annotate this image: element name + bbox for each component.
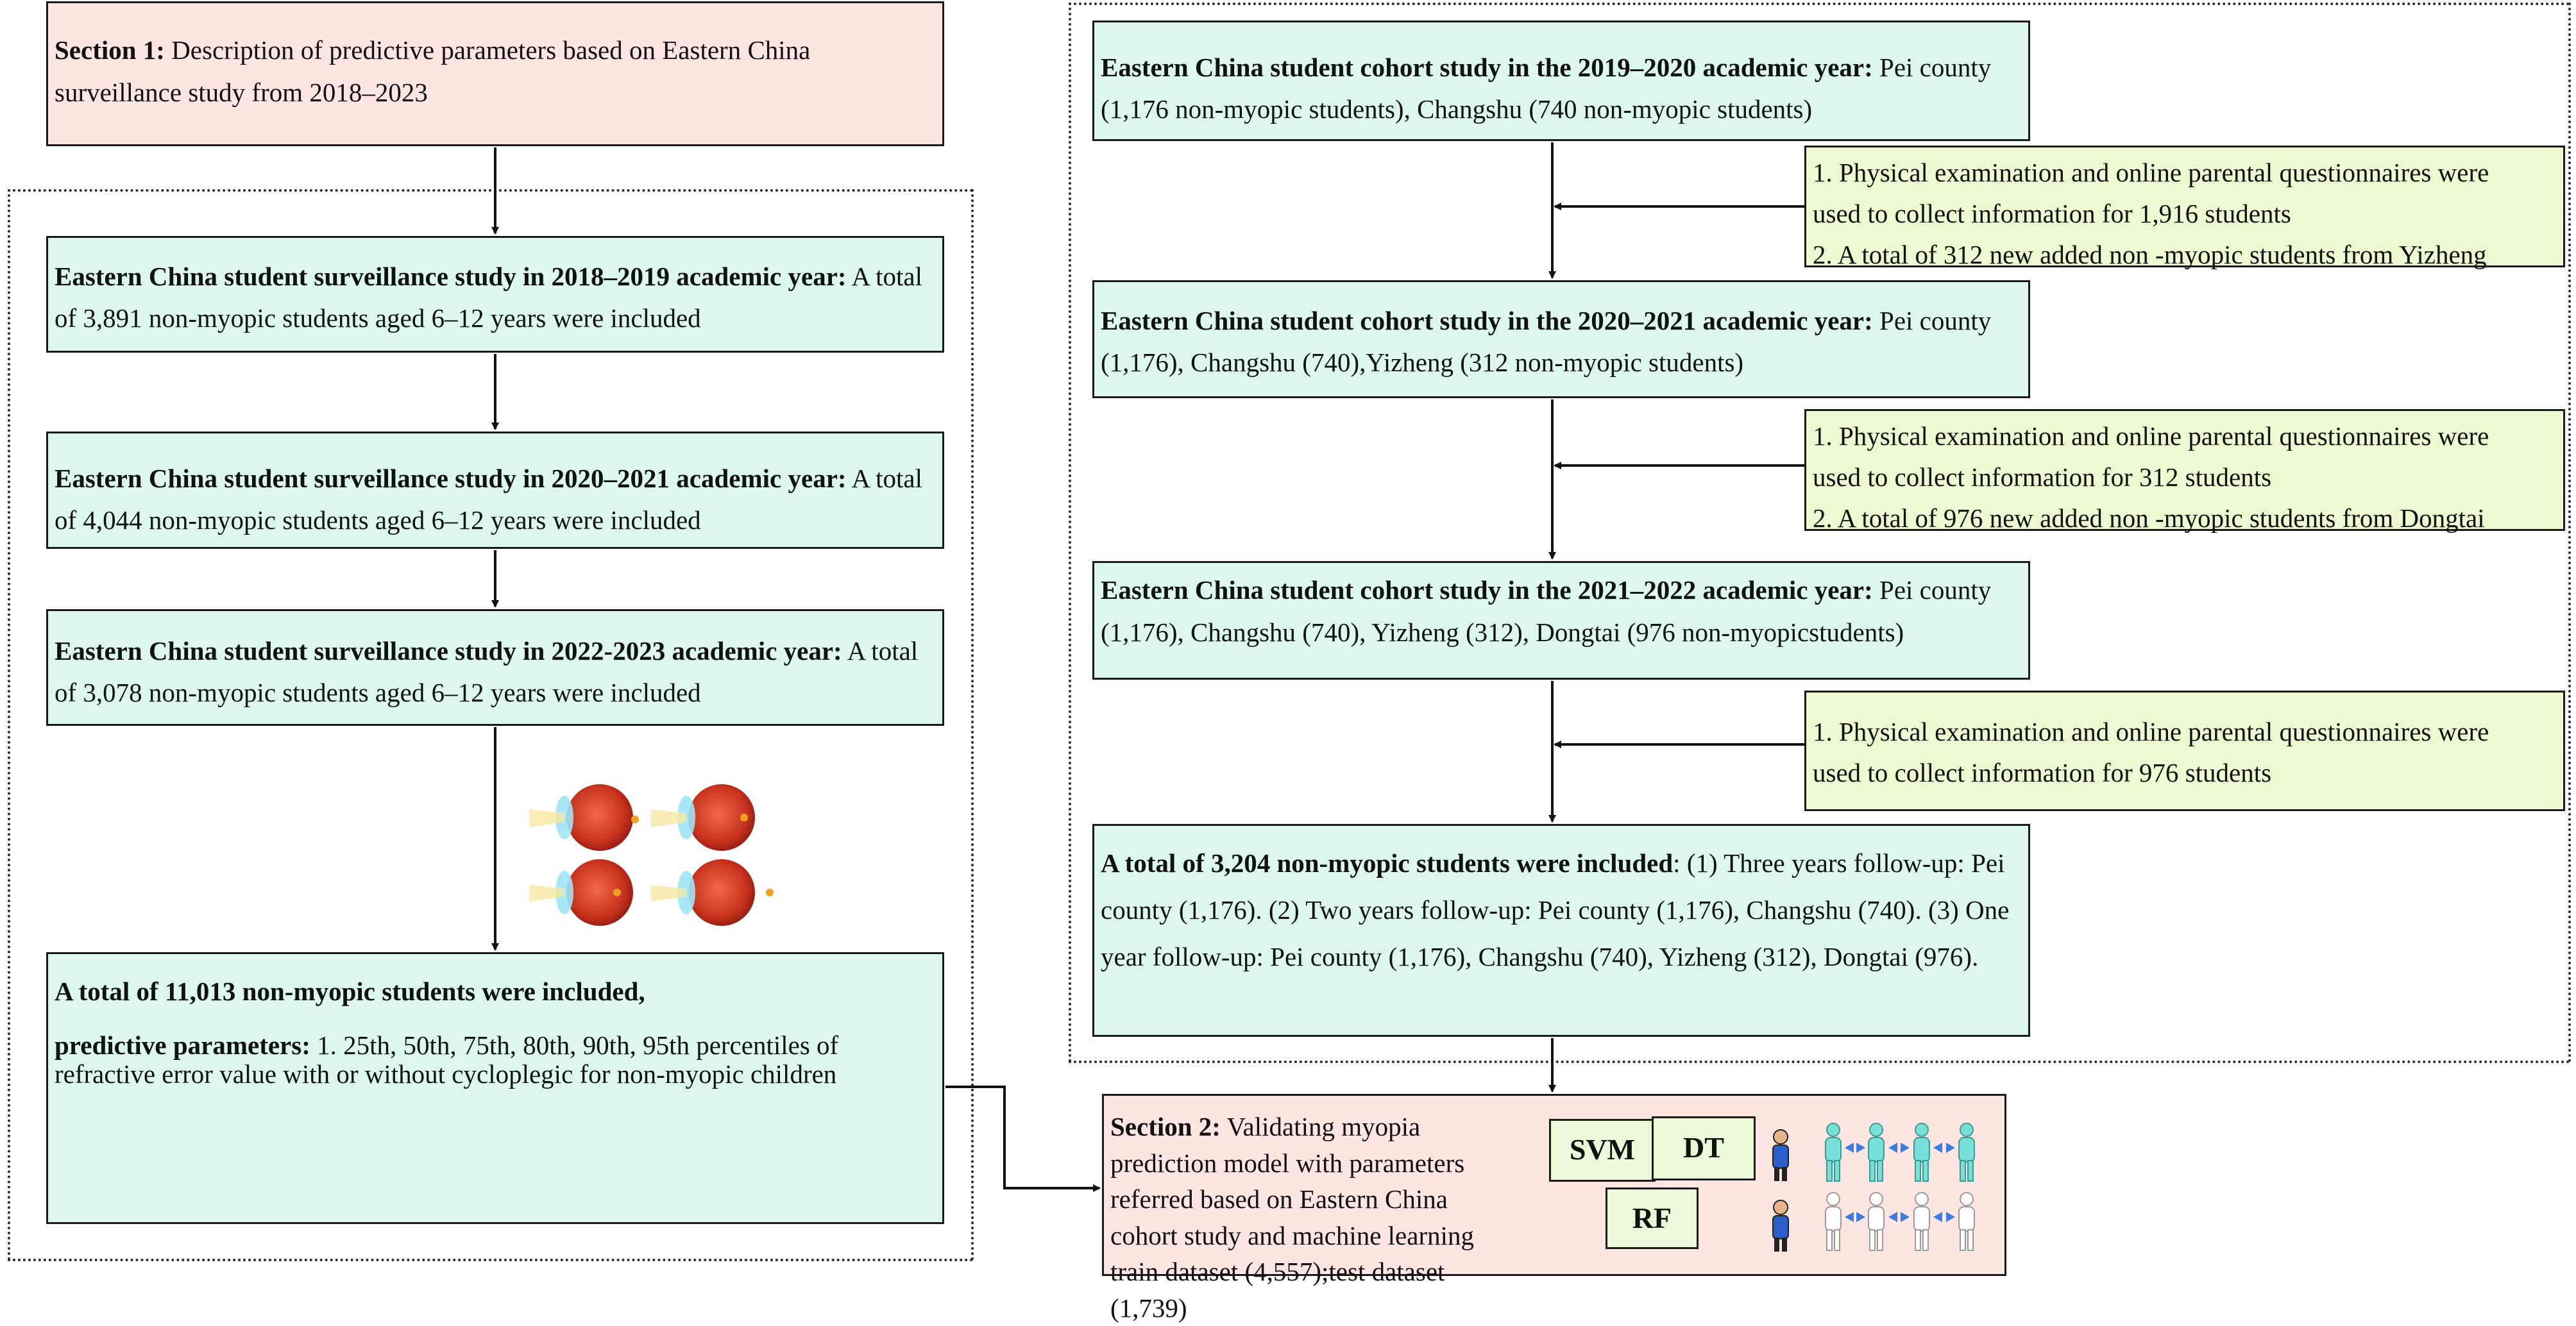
side-note-3-line2: used to collect information for 976 stud…: [1813, 757, 2272, 787]
side-note-1-line3: 2. A total of 312 new added non -myopic …: [1813, 239, 2487, 269]
side-note-1-line1: 1. Physical examination and online paren…: [1813, 158, 2489, 187]
svm-label: SVM: [1569, 1133, 1636, 1166]
section1-box: Section 1: Description of predictive par…: [46, 1, 944, 146]
cohort-2019-box: Eastern China student cohort study in th…: [1092, 21, 2030, 141]
dt-label: DT: [1683, 1131, 1724, 1164]
eye-icon-4: [651, 859, 774, 926]
surveillance-total-title: A total of 11,013 non-myopic students we…: [55, 977, 645, 1006]
surveillance-2020-text: A total of 4,044 non-myopic students age…: [55, 464, 923, 535]
cohort-2020-text: Pei county (1,176), Changshu (740),Yizhe…: [1101, 306, 1992, 377]
person-icons-row-1: [1825, 1123, 1975, 1182]
diagram-overlay: [491, 142, 1975, 1252]
connector-arrows-row-1: [1845, 1143, 1955, 1153]
cohort-total-text: : (1) Three years follow-up: Pei county …: [1101, 848, 2010, 971]
connector-arrows-row-2: [1845, 1212, 1955, 1222]
predictive-parameters-label: predictive parameters:: [55, 1030, 310, 1060]
side-note-2: 1. Physical examination and online paren…: [1804, 409, 2565, 533]
cohort-2021-title: Eastern China student cohort study in th…: [1101, 575, 1873, 605]
predictive-parameters-text: 1. 25th, 50th, 75th, 80th, 90th, 95th pe…: [55, 1030, 839, 1089]
surveillance-2022-box: Eastern China student surveillance study…: [46, 609, 944, 726]
cohort-2019-title: Eastern China student cohort study in th…: [1101, 53, 1873, 82]
surveillance-2020-box: Eastern China student surveillance study…: [46, 432, 944, 549]
eye-icon-2: [651, 784, 755, 851]
cohort-2020-title: Eastern China student cohort study in th…: [1101, 306, 1873, 335]
rf-label: RF: [1632, 1202, 1672, 1234]
side-note-2-line1: 1. Physical examination and online paren…: [1813, 421, 2489, 451]
svm-box: SVM: [1549, 1119, 1656, 1182]
cohort-2019-text: Pei county (1,176 non-myopic students), …: [1101, 53, 1992, 124]
side-note-1: 1. Physical examination and online paren…: [1804, 146, 2565, 269]
surveillance-2022-title: Eastern China student surveillance study…: [55, 636, 842, 666]
cohort-2021-text: Pei county (1,176), Changshu (740), Yizh…: [1101, 575, 1992, 647]
cohort-total-box: A total of 3,204 non-myopic students wer…: [1092, 824, 2030, 1037]
surveillance-2018-text: A total of 3,891 non-myopic students age…: [55, 262, 923, 333]
surveillance-2020-title: Eastern China student surveillance study…: [55, 464, 847, 493]
side-note-2-line3: 2. A total of 976 new added non -myopic …: [1813, 503, 2485, 533]
cohort-total-title: A total of 3,204 non-myopic students wer…: [1101, 848, 1674, 878]
side-note-1-line2: used to collect information for 1,916 st…: [1813, 198, 2291, 228]
side-note-3-line1: 1. Physical examination and online paren…: [1813, 717, 2489, 746]
cohort-2021-box: Eastern China student cohort study in th…: [1092, 561, 2030, 680]
cohort-2020-box: Eastern China student cohort study in th…: [1092, 280, 2030, 398]
doctor-icon-2: [1772, 1200, 1789, 1252]
eye-icon-3: [529, 859, 633, 926]
cohort-frame: [1069, 3, 2571, 1063]
person-icons-row-2: [1825, 1192, 1975, 1251]
eye-icon-1: [529, 784, 639, 851]
section1-label: Section 1:: [55, 35, 165, 65]
surveillance-2018-box: Eastern China student surveillance study…: [46, 236, 944, 353]
side-note-2-line2: used to collect information for 312 stud…: [1813, 462, 2272, 492]
surveillance-2022-text: A total of 3,078 non-myopic students age…: [55, 636, 919, 707]
surveillance-2018-title: Eastern China student surveillance study…: [55, 262, 847, 291]
section1-text: Description of predictive parameters bas…: [55, 35, 811, 108]
section2-label: Section 2:: [1110, 1112, 1221, 1141]
surveillance-total-box: A total of 11,013 non-myopic students we…: [46, 952, 944, 1224]
doctor-icon-1: [1772, 1129, 1789, 1181]
arrow-left-to-section2: [945, 1086, 1101, 1192]
rf-box: RF: [1606, 1188, 1699, 1249]
side-note-3: 1. Physical examination and online paren…: [1804, 691, 2565, 811]
dt-box: DT: [1652, 1116, 1756, 1180]
surveillance-frame: [8, 189, 974, 1261]
